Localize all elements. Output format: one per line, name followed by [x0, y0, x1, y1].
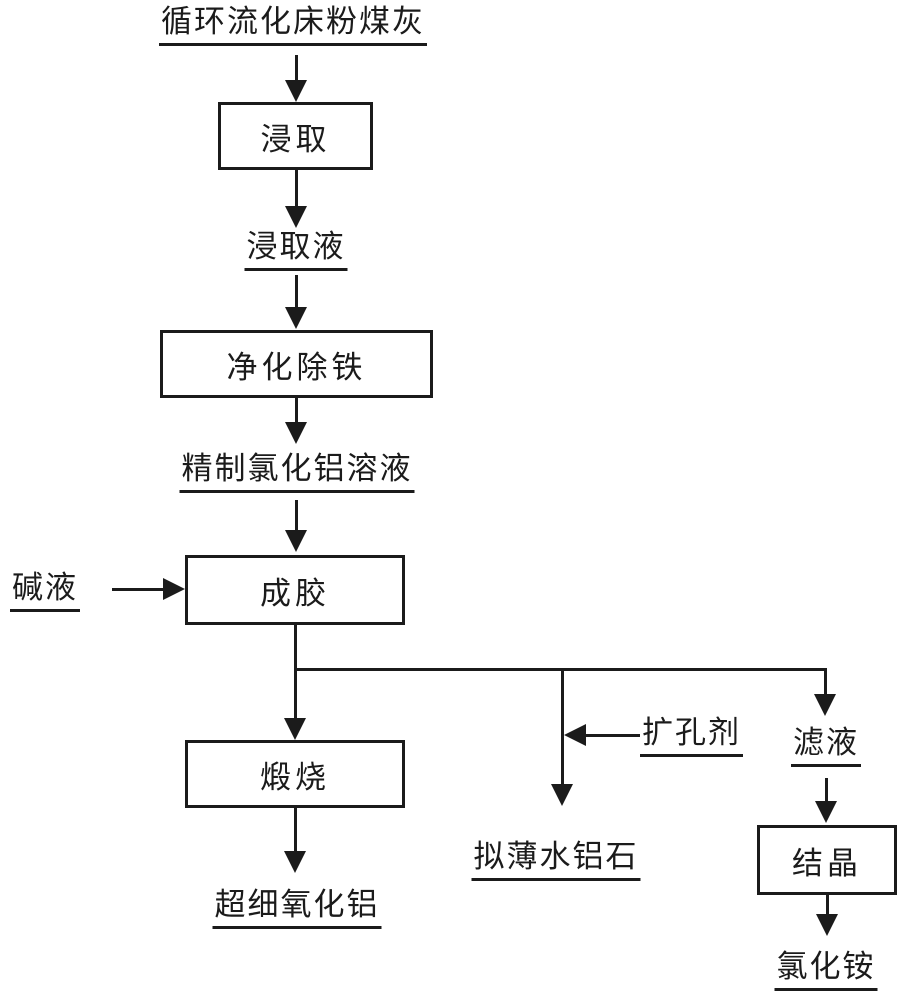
label-ultrafine-alumina: 超细氧化铝	[212, 887, 382, 929]
arrow-line-crystal-to-ammonium	[826, 894, 829, 918]
arrowhead-gel-to-calcine	[284, 718, 306, 740]
arrowhead-source-to-leach	[285, 80, 307, 102]
arrowhead-calcine-to-alumina	[284, 851, 306, 873]
label-pore-expanding-agent: 扩孔剂	[640, 715, 743, 757]
connector-branch-to-pseudoboehmite	[561, 668, 564, 786]
arrowhead-leach-to-leachate	[285, 206, 307, 228]
arrow-line-source-to-leach	[295, 55, 298, 83]
arrow-line-pore-agent	[582, 734, 640, 737]
connector-branch-to-filtrate	[824, 668, 827, 698]
arrowhead-branch-to-filtrate	[814, 694, 836, 716]
arrowhead-purify-to-refined	[285, 422, 307, 444]
label-refined-aluminum-chloride-solution: 精制氯化铝溶液	[179, 451, 415, 493]
process-box-leaching: 浸取	[218, 102, 373, 170]
arrow-line-refined-to-gel	[295, 500, 298, 532]
connector-gel-to-calcine	[294, 624, 297, 722]
arrow-line-filtrate-to-crystal	[825, 778, 828, 806]
connector-branch-horizontal	[294, 668, 827, 671]
arrowhead-branch-to-pseudoboehmite	[551, 784, 573, 806]
arrowhead-pore-agent	[564, 724, 586, 746]
arrowhead-filtrate-to-crystal	[815, 801, 837, 823]
arrow-line-alkali-to-gel	[112, 588, 167, 591]
label-fly-ash-source: 循环流化床粉煤灰	[159, 4, 427, 46]
arrow-line-leachate-to-purify	[295, 275, 298, 310]
arrowhead-alkali-to-gel	[163, 578, 185, 600]
label-filtrate: 滤液	[791, 725, 861, 767]
arrowhead-refined-to-gel	[285, 530, 307, 552]
label-pseudoboehmite: 拟薄水铝石	[471, 839, 641, 881]
label-leachate: 浸取液	[244, 229, 348, 271]
arrowhead-leachate-to-purify	[285, 307, 307, 329]
arrow-line-calcine-to-alumina	[294, 807, 297, 853]
process-box-crystallization: 结晶	[757, 825, 897, 895]
process-box-gelation: 成胶	[185, 555, 405, 625]
arrowhead-crystal-to-ammonium	[816, 914, 838, 936]
process-box-calcination: 煅烧	[185, 740, 405, 808]
process-box-purify-iron-removal: 净化除铁	[160, 330, 433, 398]
label-ammonium-chloride: 氯化铵	[774, 949, 878, 991]
arrow-line-purify-to-refined	[295, 397, 298, 425]
arrow-line-leach-to-leachate	[295, 169, 298, 209]
label-alkali-solution: 碱液	[10, 570, 80, 612]
